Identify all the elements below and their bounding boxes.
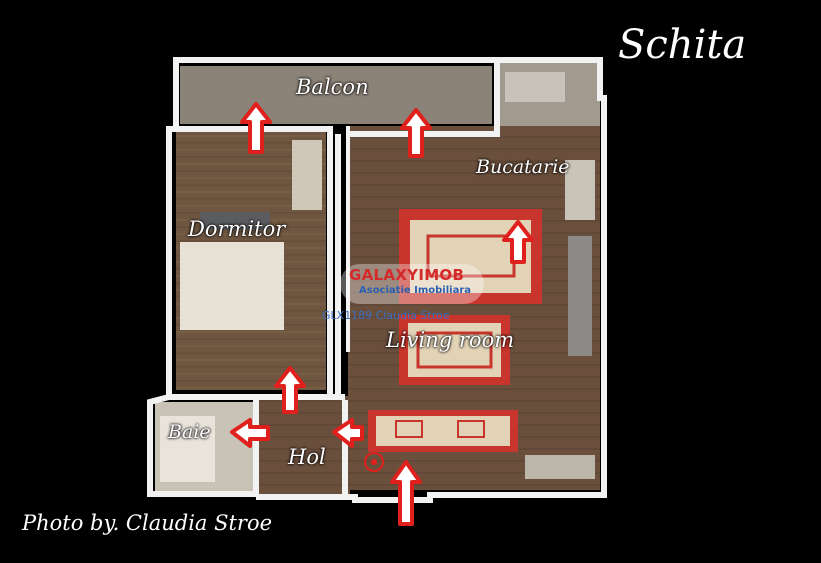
room-label-hol: Hol [288,445,326,469]
room-label-balcon: Balcon [296,75,369,99]
room-label-baie: Baie [168,421,211,443]
up-arrow-icon [502,220,534,264]
fridge [565,160,595,220]
camera-marker-icon [364,452,384,472]
photo-credit: Photo by. Claudia Stroe [22,511,273,535]
left-arrow-icon [230,418,270,448]
balcony-floor [180,66,492,124]
kitchen-counter [505,72,565,102]
bed [180,242,284,330]
logo-main-text: GALAXYIMOB [349,266,465,284]
page-title: Schita [618,22,747,68]
room-label-bucatarie: Bucatarie [476,156,570,178]
up-arrow-icon [400,108,432,158]
wardrobe [292,140,322,210]
logo-code-text: GLX1189 Claudia Stroe [322,309,450,322]
bathtub [160,416,215,482]
up-arrow-icon [240,102,272,154]
up-arrow-icon [274,366,306,414]
logo-badge [340,264,484,304]
logo-sub-text: Asociatie Imobiliara [359,285,472,296]
room-label-living: Living room [386,328,515,352]
shoe-cabinet [525,455,595,479]
up-arrow-icon [390,460,422,526]
bed-headboard [200,212,270,230]
room-label-dormitor: Dormitor [188,217,286,241]
hall-floor [256,396,350,494]
sofa [568,236,592,356]
left-arrow-icon [332,418,364,448]
